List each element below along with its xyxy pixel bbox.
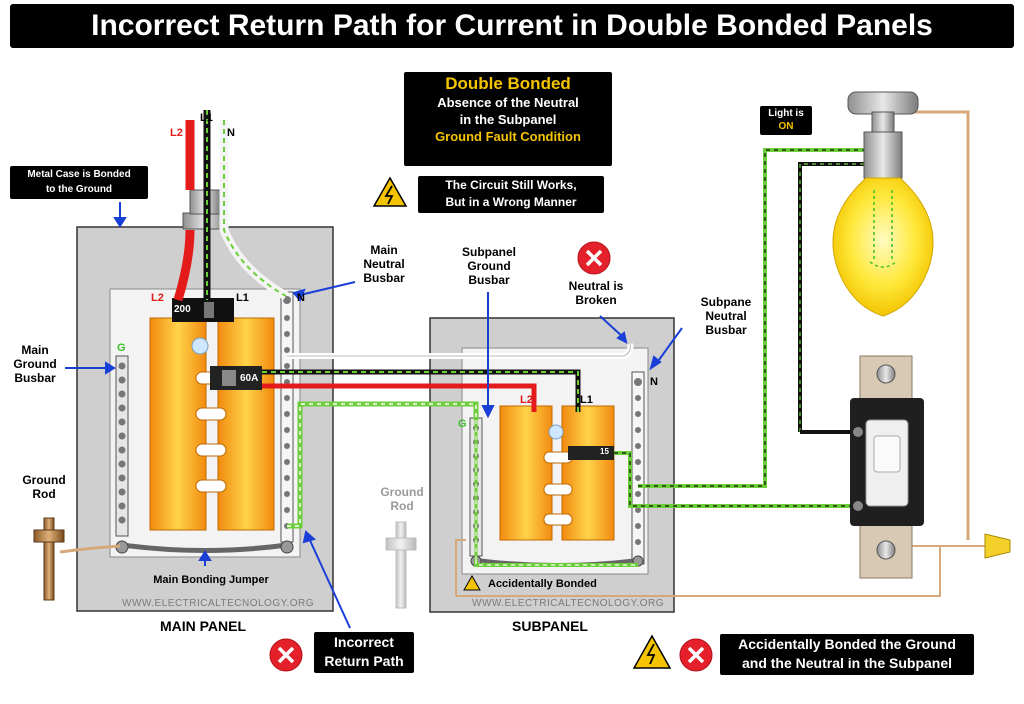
watermark-sub: WWW.ELECTRICALTECNOLOGY.ORG [472, 598, 665, 609]
label-n-top: N [227, 127, 235, 139]
watermark-main: WWW.ELECTRICALTECNOLOGY.ORG [122, 598, 315, 609]
pointer-arrows [65, 202, 683, 629]
info-double-bonded: Double Bonded [445, 74, 571, 93]
subpanel-box [429, 317, 675, 613]
label-l2-sub: L2 [520, 394, 533, 406]
label-g-sub: G [458, 418, 467, 430]
incorrect-return-box: Incorrect Return Path [314, 632, 414, 673]
accidental-bond-box: Accidentally Bonded the Ground and the N… [720, 634, 974, 675]
light-status-value: ON [778, 121, 794, 132]
error-icon [577, 241, 611, 275]
incorrect-return-line1: Incorrect [334, 634, 394, 650]
main-ground-busbar-screws [118, 362, 126, 524]
info-absence-neutral: Absence of the Neutral [437, 95, 579, 110]
accidental-bond-line2: and the Neutral in the Subpanel [741, 655, 953, 671]
error-icon-3 [679, 638, 713, 672]
label-n-sub: N [650, 376, 658, 388]
accidental-bond-line1: Accidentally Bonded the Ground [738, 636, 956, 652]
error-icon-2 [269, 638, 303, 672]
main-panel [76, 189, 334, 612]
label-l1-main: L1 [236, 292, 249, 304]
warning-line1: The Circuit Still Works, [445, 178, 577, 192]
main-panel-label: MAIN PANEL [159, 618, 247, 634]
ground-rod-sub [385, 521, 417, 609]
warning-icon-3 [463, 574, 481, 591]
label-200: 200 [174, 304, 191, 315]
label-l1-top: L1 [200, 112, 213, 124]
label-15: 15 [600, 447, 609, 456]
warning-line2: But in a Wrong Manner [445, 195, 577, 209]
metal-case-box: Metal Case is Bonded to the Ground [10, 166, 148, 199]
label-60a: 60A [240, 373, 259, 384]
accidentally-bonded-label: Accidentally Bonded [488, 578, 597, 590]
warning-icon-2 [632, 634, 672, 669]
metal-case-line2: to the Ground [45, 184, 113, 195]
warning-box: The Circuit Still Works, But in a Wrong … [418, 176, 604, 213]
label-l1-sub: L1 [580, 394, 593, 406]
info-ground-fault: Ground Fault Condition [435, 129, 581, 144]
light-status-box: Light is ON [760, 106, 812, 135]
label-l2-top: L2 [170, 127, 183, 139]
label-l2-main: L2 [151, 292, 164, 304]
light-status-label: Light is [768, 108, 804, 119]
main-bonding-jumper-label: Main Bonding Jumper [153, 574, 269, 586]
warning-icon [372, 176, 408, 207]
light-switch [850, 355, 924, 579]
light-bulb [832, 91, 934, 317]
info-box: Double Bonded Absence of the Neutral in … [404, 72, 612, 166]
info-in-subpanel: in the Subpanel [459, 112, 557, 127]
metal-case-line1: Metal Case is Bonded [27, 169, 131, 180]
subpanel-label: SUBPANEL [512, 618, 588, 634]
incorrect-return-line2: Return Path [324, 653, 404, 669]
ground-rod-main [33, 517, 121, 601]
label-n-main: N [297, 292, 305, 304]
label-g-main: G [117, 342, 126, 354]
page-title: Incorrect Return Path for Current in Dou… [10, 4, 1014, 48]
